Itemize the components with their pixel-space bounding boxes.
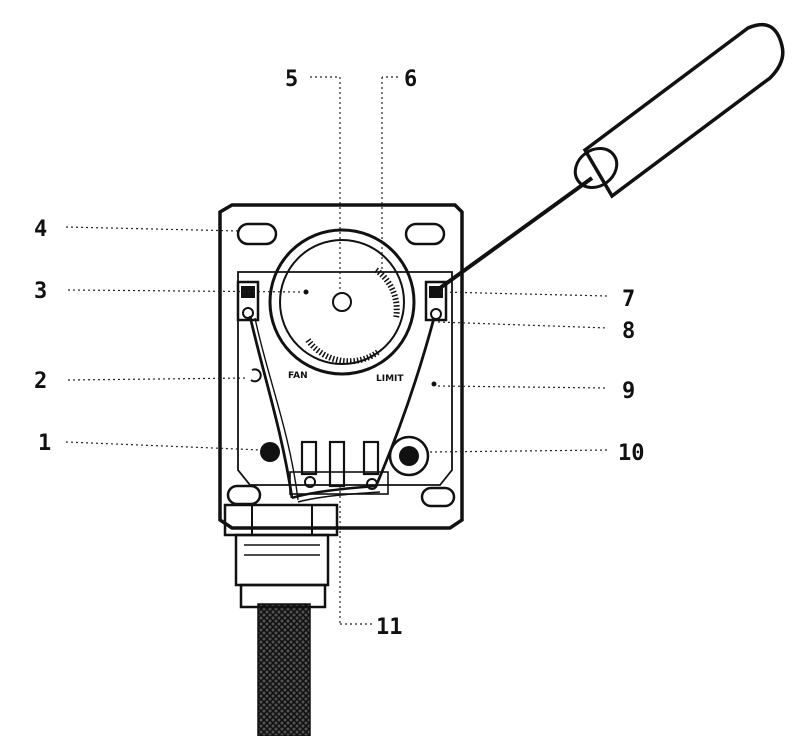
- callout-7: 7: [622, 287, 635, 312]
- callout-3: 3: [34, 279, 47, 304]
- dial-label-fan: FAN: [288, 371, 308, 381]
- terminal-left: [236, 280, 260, 322]
- callout-9: 9: [622, 379, 635, 404]
- marker-3: [303, 289, 309, 295]
- mounting-slot-top-left: [236, 222, 278, 246]
- grommet-10: [388, 435, 430, 477]
- cable-gland: [223, 503, 339, 609]
- callout-4: 4: [34, 217, 47, 242]
- bottom-terminal-block: [289, 440, 389, 495]
- temperature-dial: FAN LIMIT: [268, 228, 416, 384]
- callout-10: 10: [618, 441, 645, 466]
- dial-label-limit: LIMIT: [376, 374, 404, 384]
- callout-11: 11: [376, 615, 403, 640]
- callout-5: 5: [285, 67, 298, 92]
- callout-1: 1: [38, 431, 51, 456]
- marker-2: [250, 368, 262, 383]
- mounting-slot-bottom-left: [226, 484, 262, 506]
- mounting-slot-bottom-right: [420, 486, 456, 508]
- callout-2: 2: [34, 369, 47, 394]
- mounting-plate: [218, 203, 464, 530]
- hole-1: [260, 442, 280, 462]
- marker-9: [431, 381, 437, 387]
- mounting-slot-top-right: [404, 222, 446, 246]
- terminal-right: [424, 280, 448, 322]
- cable: [257, 603, 311, 736]
- leader-lines: [65, 76, 609, 625]
- callout-8: 8: [622, 319, 635, 344]
- internal-wiring: [248, 315, 436, 503]
- callout-6: 6: [404, 67, 417, 92]
- screwdriver: [438, 22, 785, 290]
